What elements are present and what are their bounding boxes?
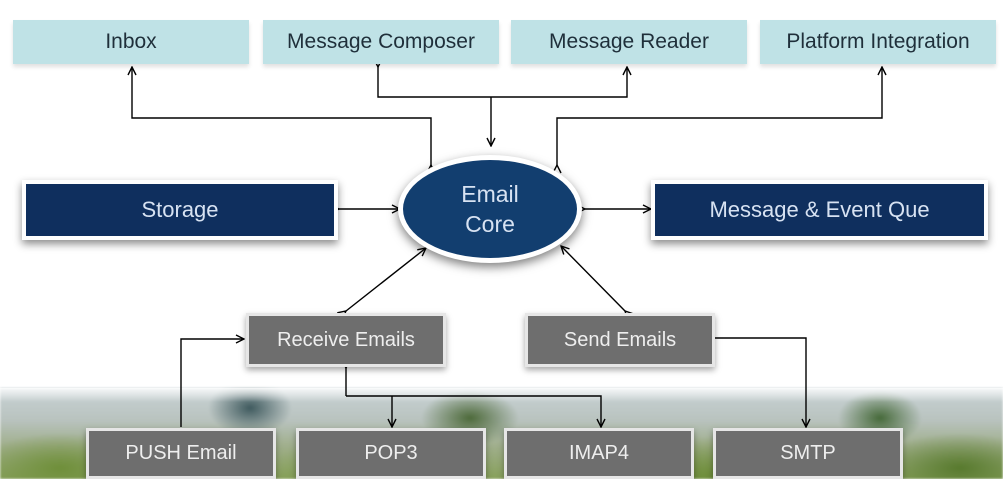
send-emails-label: Send Emails <box>563 328 677 351</box>
send-emails-box: Send Emails <box>525 313 715 367</box>
message-composer-label: Message Composer <box>287 30 475 53</box>
imap4-label: IMAP4 <box>568 442 630 464</box>
inbox-label: Inbox <box>105 30 157 53</box>
smtp-box: SMTP <box>713 428 903 479</box>
message-event-queue-label: Message & Event Que <box>709 197 930 222</box>
pop3-imap-connector <box>346 395 601 427</box>
email-core-node: Email Core <box>398 155 582 263</box>
push-email-label: PUSH Email <box>125 442 237 464</box>
message-event-queue-box: Message & Event Que <box>651 180 988 240</box>
message-reader-label: Message Reader <box>549 30 709 53</box>
pop3-box: POP3 <box>296 428 486 479</box>
platform-connector <box>557 67 882 165</box>
platform-integration-box: Platform Integration <box>760 20 996 64</box>
receive-emails-label: Receive Emails <box>277 328 415 351</box>
storage-box: Storage <box>22 180 338 240</box>
background-fade <box>0 388 1003 402</box>
push-email-box: PUSH Email <box>86 428 276 479</box>
imap4-box: IMAP4 <box>504 428 694 479</box>
smtp-label: SMTP <box>780 442 836 464</box>
email-core-label-line1: Email <box>461 181 519 207</box>
platform-integration-label: Platform Integration <box>786 30 970 53</box>
receive-connector <box>346 248 426 311</box>
receive-emails-box: Receive Emails <box>246 313 446 367</box>
composer-reader-connector <box>378 67 627 98</box>
smtp-connector <box>715 337 806 427</box>
inbox-box: Inbox <box>13 20 249 64</box>
push-connector <box>180 339 244 427</box>
pop3-label: POP3 <box>364 442 418 464</box>
send-connector <box>561 246 625 311</box>
inbox-connector <box>132 67 431 165</box>
email-core-label-line2: Core <box>465 211 515 237</box>
storage-label: Storage <box>141 197 219 222</box>
message-composer-box: Message Composer <box>263 20 499 64</box>
message-reader-box: Message Reader <box>511 20 747 64</box>
